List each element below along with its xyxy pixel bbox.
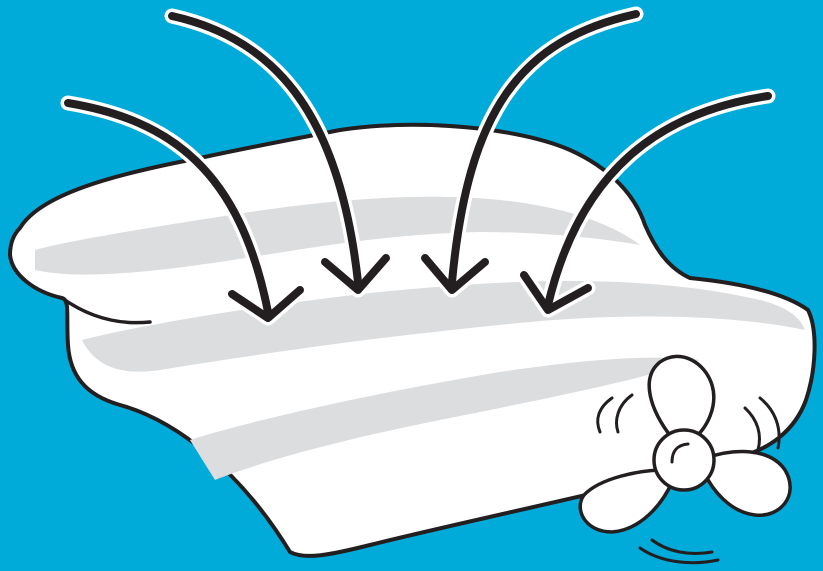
fan-hub	[654, 430, 714, 490]
